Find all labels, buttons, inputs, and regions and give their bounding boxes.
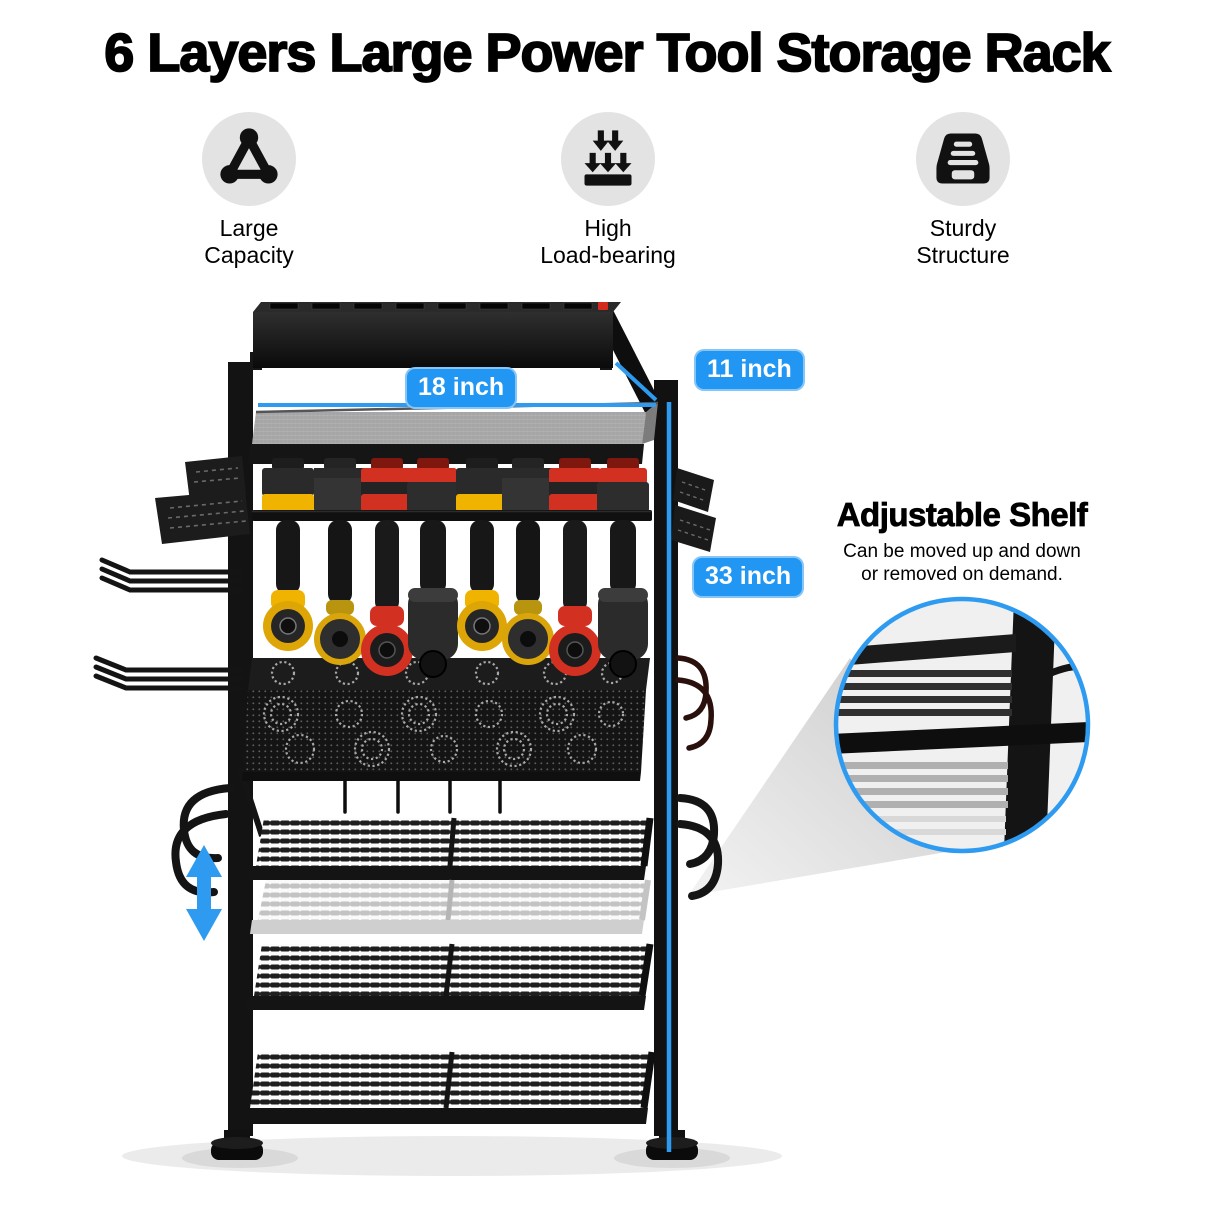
adjustable-shelf-ghost	[250, 879, 651, 934]
power-drills	[252, 458, 652, 678]
tool-basket	[242, 658, 650, 781]
magnifier-circle	[833, 596, 1091, 854]
width-measurement-badge: 18 inch	[405, 367, 518, 409]
callout-heading: Adjustable Shelf	[836, 496, 1088, 534]
top-organizer-bar	[253, 302, 621, 368]
drill-rail	[252, 510, 652, 521]
callout-body: Can be moved up and down or removed on d…	[843, 541, 1081, 586]
down-arrows-load-icon	[561, 112, 655, 206]
mesh-tray	[248, 401, 659, 464]
left-wing-shelves	[155, 456, 250, 544]
triangle-nodes-icon	[202, 112, 296, 206]
wire-shelf-2	[246, 943, 654, 1010]
wire-shelf-1	[248, 817, 654, 880]
magnifier-wedge	[688, 658, 958, 896]
up-down-arrow	[186, 845, 222, 941]
depth-measurement-badge: 11 inch	[694, 349, 805, 391]
wire-shelf-3	[242, 1051, 656, 1124]
feet	[211, 1130, 698, 1160]
left-rod-holders	[93, 557, 243, 691]
height-measurement-badge: 33 inch	[692, 556, 805, 598]
stacked-tray-icon	[916, 112, 1010, 206]
red-switch	[598, 302, 608, 310]
rack	[93, 302, 723, 1160]
adjustable-shelf-callout: Adjustable Shelf Can be moved up and dow…	[792, 496, 1132, 586]
right-wing-shelves	[671, 468, 716, 552]
depth-measure-line	[614, 361, 658, 402]
drill-bodies	[263, 520, 648, 678]
basket-hooks	[343, 779, 502, 814]
drill-batteries	[262, 458, 649, 512]
page-title: 6 Layers Large Power Tool Storage Rack	[103, 22, 1111, 84]
